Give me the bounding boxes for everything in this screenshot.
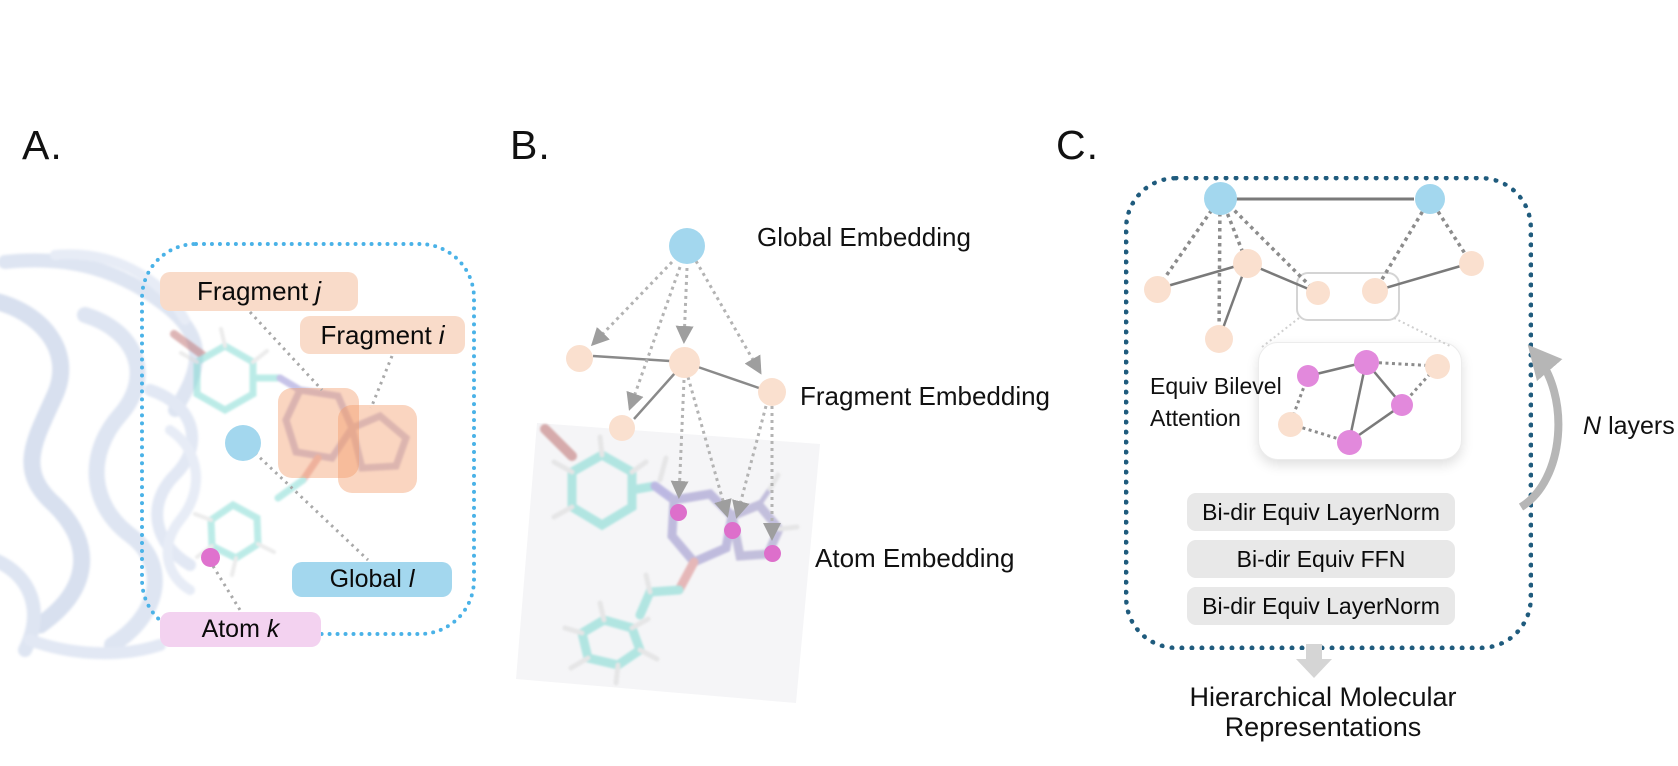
fragment-node-b1 — [566, 345, 593, 372]
fragment-i-highlight — [338, 405, 417, 493]
molecule-b — [540, 424, 800, 686]
global-l-chip-text: Global — [329, 565, 402, 593]
output-representations-line2: Representations — [1224, 712, 1422, 742]
attention-atom-node-1 — [1297, 365, 1319, 387]
n-layers-text: layers — [1608, 412, 1675, 440]
bidir-equiv-layernorm-bar-1: Bi-dir Equiv LayerNorm — [1187, 493, 1455, 531]
fragment-node-c3 — [1306, 281, 1330, 305]
global-l-chip-var: l — [408, 565, 415, 593]
equiv-bilevel-attention-line2: Attention — [1150, 405, 1241, 431]
global-node-b — [669, 228, 705, 264]
atom-node-a — [201, 548, 220, 567]
atom-embedding-label: Atom Embedding — [815, 543, 1015, 573]
atom-node-b2 — [724, 522, 741, 539]
n-layers-var: N — [1583, 412, 1602, 440]
fragment-j-chip-var: j — [315, 276, 322, 306]
attention-fragment-node-1 — [1278, 412, 1303, 437]
fragment-embedding-label: Fragment Embedding — [800, 381, 1051, 411]
global-node-c2 — [1415, 184, 1445, 214]
atom-k-chip-text: Atom — [201, 615, 260, 643]
attention-atom-node-3 — [1391, 394, 1413, 416]
attention-atom-node-2 — [1354, 350, 1379, 375]
panel-b-label: B. — [510, 122, 551, 168]
fragment-j-chip-text: Fragment — [196, 276, 309, 306]
atom-node-b3 — [764, 545, 781, 562]
fragment-pair-outline-box — [1296, 272, 1400, 321]
global-embedding-label: Global Embedding — [757, 222, 971, 252]
fragment-node-c6 — [1205, 325, 1233, 353]
panel-b-dashed-arrows — [590, 260, 781, 541]
fragment-node-b4 — [609, 415, 635, 441]
bidir-equiv-layernorm-bar-2: Bi-dir Equiv LayerNorm — [1187, 587, 1455, 625]
global-node-c1 — [1204, 182, 1237, 215]
equiv-bilevel-attention-label: Equiv Bilevel Attention — [1150, 370, 1300, 434]
attention-atom-node-4 — [1337, 430, 1362, 455]
fragment-node-c2 — [1233, 249, 1262, 278]
fragment-node-c4 — [1362, 278, 1388, 304]
global-node-a — [225, 425, 261, 461]
fragment-i-chip-var: i — [438, 319, 445, 350]
fragment-node-b3 — [758, 378, 786, 406]
atom-node-b1 — [670, 504, 687, 521]
panel-a-label: A. — [22, 122, 63, 168]
atom-k-chip-var: k — [266, 615, 280, 643]
molecule-b-card — [516, 423, 820, 703]
fragment-i-chip-text: Fragment — [320, 319, 432, 350]
bidir-equiv-ffn-bar: Bi-dir Equiv FFN — [1187, 540, 1455, 578]
fragment-node-c1 — [1144, 276, 1171, 303]
output-representations-line1: Hierarchical Molecular — [1189, 682, 1457, 712]
fragment-node-b2 — [669, 347, 700, 378]
output-representations-label: Hierarchical Molecular Representations — [1153, 682, 1493, 742]
attention-fragment-node-2 — [1425, 354, 1450, 379]
fragment-node-c5 — [1459, 251, 1484, 276]
equiv-bilevel-attention-line1: Equiv Bilevel — [1150, 373, 1282, 399]
panel-c-label: C. — [1056, 122, 1099, 168]
